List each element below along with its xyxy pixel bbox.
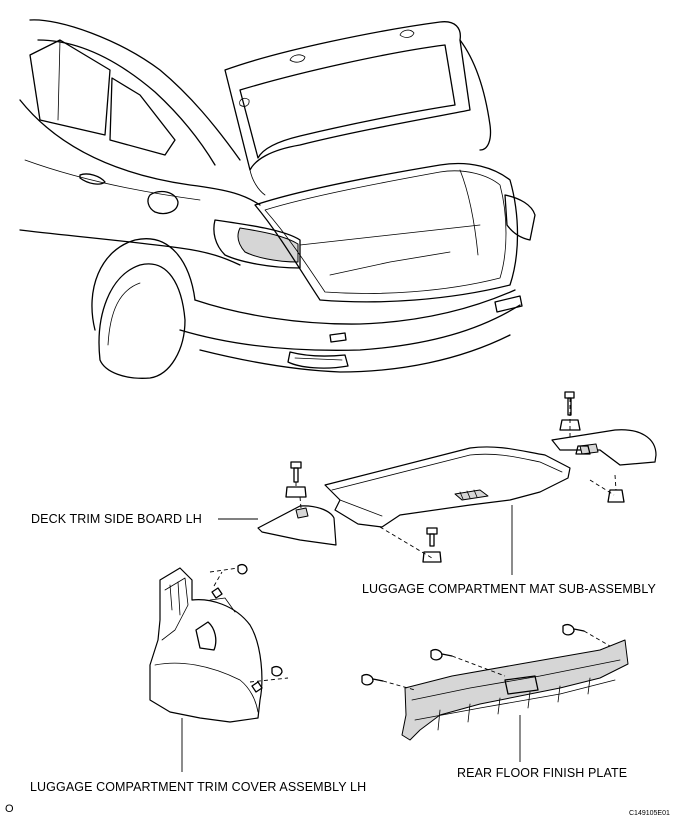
mat-clips <box>285 461 615 563</box>
luggage-compartment-mat <box>324 446 571 528</box>
figure-code: C149105E01 <box>629 810 670 817</box>
deck-trim-side-board-rh <box>551 429 657 466</box>
rear-floor-finish-plate <box>361 624 629 741</box>
luggage-compartment-trim-cover <box>149 563 289 723</box>
label-deck-trim-side-board-lh: DECK TRIM SIDE BOARD LH <box>31 512 202 526</box>
leader-lines <box>181 505 521 772</box>
label-trim-cover-assembly-lh: LUGGAGE COMPARTMENT TRIM COVER ASSEMBLY … <box>30 780 367 794</box>
label-rear-floor-finish-plate: REAR FLOOR FINISH PLATE <box>457 766 628 780</box>
corner-mark: O <box>5 803 14 815</box>
clip-upper-right <box>559 391 625 503</box>
label-luggage-compartment-mat: LUGGAGE COMPARTMENT MAT SUB-ASSEMBLY <box>362 582 656 596</box>
car-illustration <box>19 19 536 379</box>
deck-trim-side-board-lh <box>257 496 337 546</box>
